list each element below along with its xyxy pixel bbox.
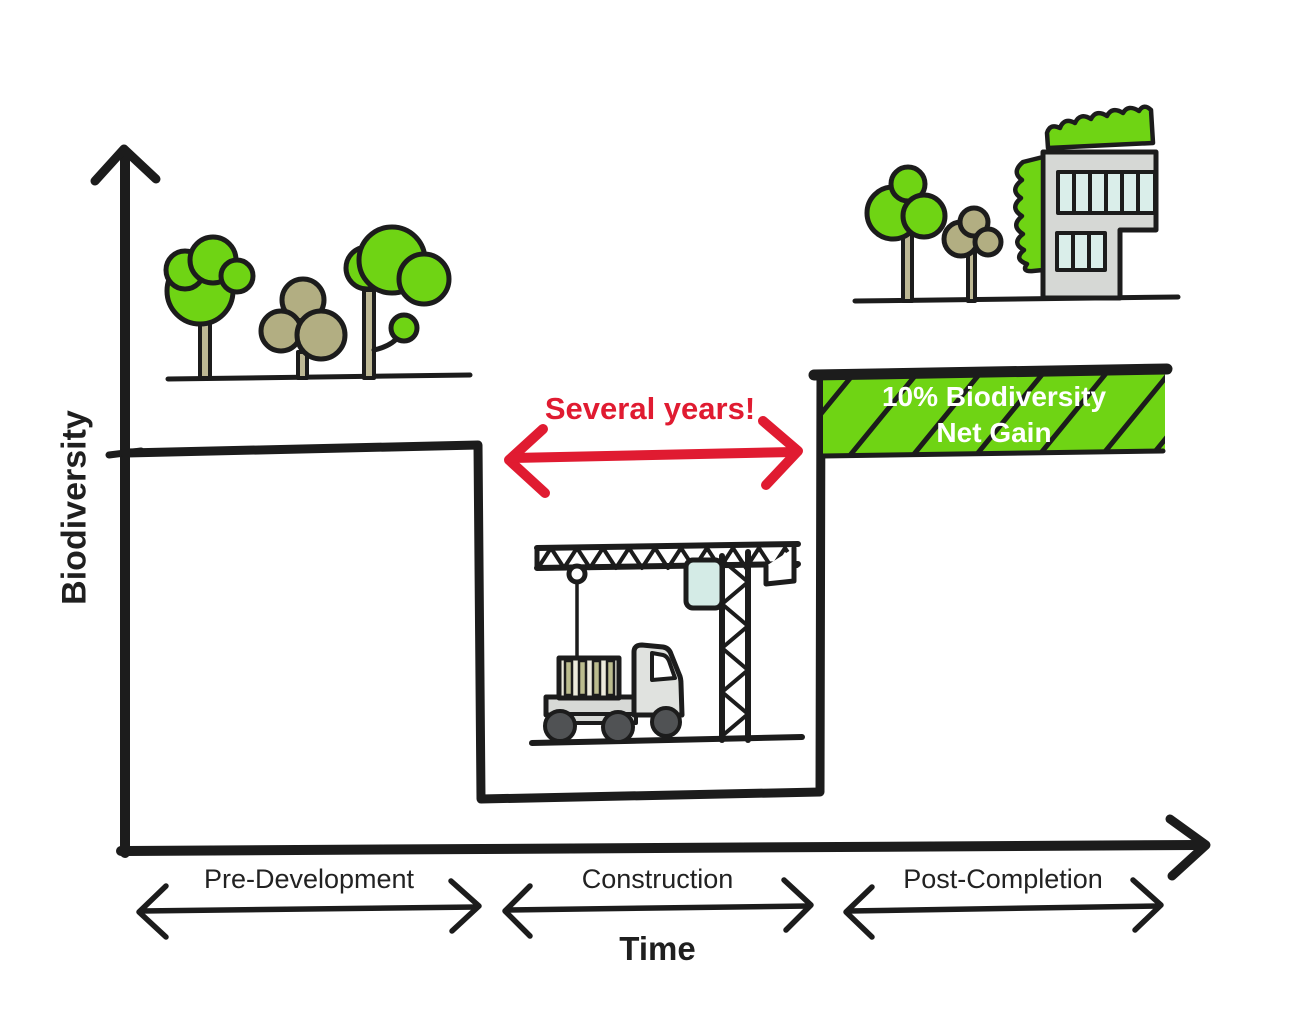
x-axis-arrowhead-icon (1165, 814, 1211, 881)
construction-crane-truck-icon (529, 541, 805, 746)
green-building-icon (1013, 104, 1159, 301)
post-completion-range-arrow-icon (843, 877, 1164, 940)
biodiversity-step-line (120, 369, 826, 804)
phase-label-pre-development: Pre-Development (203, 864, 415, 894)
y-axis (90, 144, 161, 858)
construction-range-arrow-icon (502, 877, 814, 939)
duration-arrow-icon (504, 416, 803, 498)
phase-label-construction: Construction (581, 864, 734, 894)
ground-line (529, 734, 805, 746)
crane-hook-block (763, 545, 797, 587)
ground-line (165, 372, 473, 382)
green-roof-icon (1044, 104, 1156, 151)
net-gain-label: 10% Biodiversity Net Gain (823, 379, 1165, 452)
net-gain-box (808, 363, 1173, 459)
y-axis-label: Biodiversity (55, 410, 94, 605)
x-axis-label: Time (619, 930, 696, 967)
living-wall-icon (1013, 154, 1046, 274)
post-completion-level-line (808, 363, 1173, 381)
duration-label: Several years! (544, 391, 756, 426)
crane-cab (683, 557, 725, 611)
phase-range-arrows (136, 877, 1164, 940)
net-gain-label-line1: 10% Biodiversity (881, 381, 1107, 412)
pre-development-trees-icon (163, 224, 473, 382)
x-axis (116, 814, 1211, 881)
pre-development-range-arrow-icon (136, 878, 482, 940)
net-gain-label-line2: Net Gain (936, 417, 1052, 449)
post-completion-illustration-icon (852, 104, 1181, 304)
y-axis-arrowhead-icon (90, 144, 161, 186)
truck-icon (543, 642, 685, 744)
phase-label-post-completion: Post-Completion (903, 864, 1103, 894)
net-gain-box-bottom-border (820, 448, 1166, 459)
